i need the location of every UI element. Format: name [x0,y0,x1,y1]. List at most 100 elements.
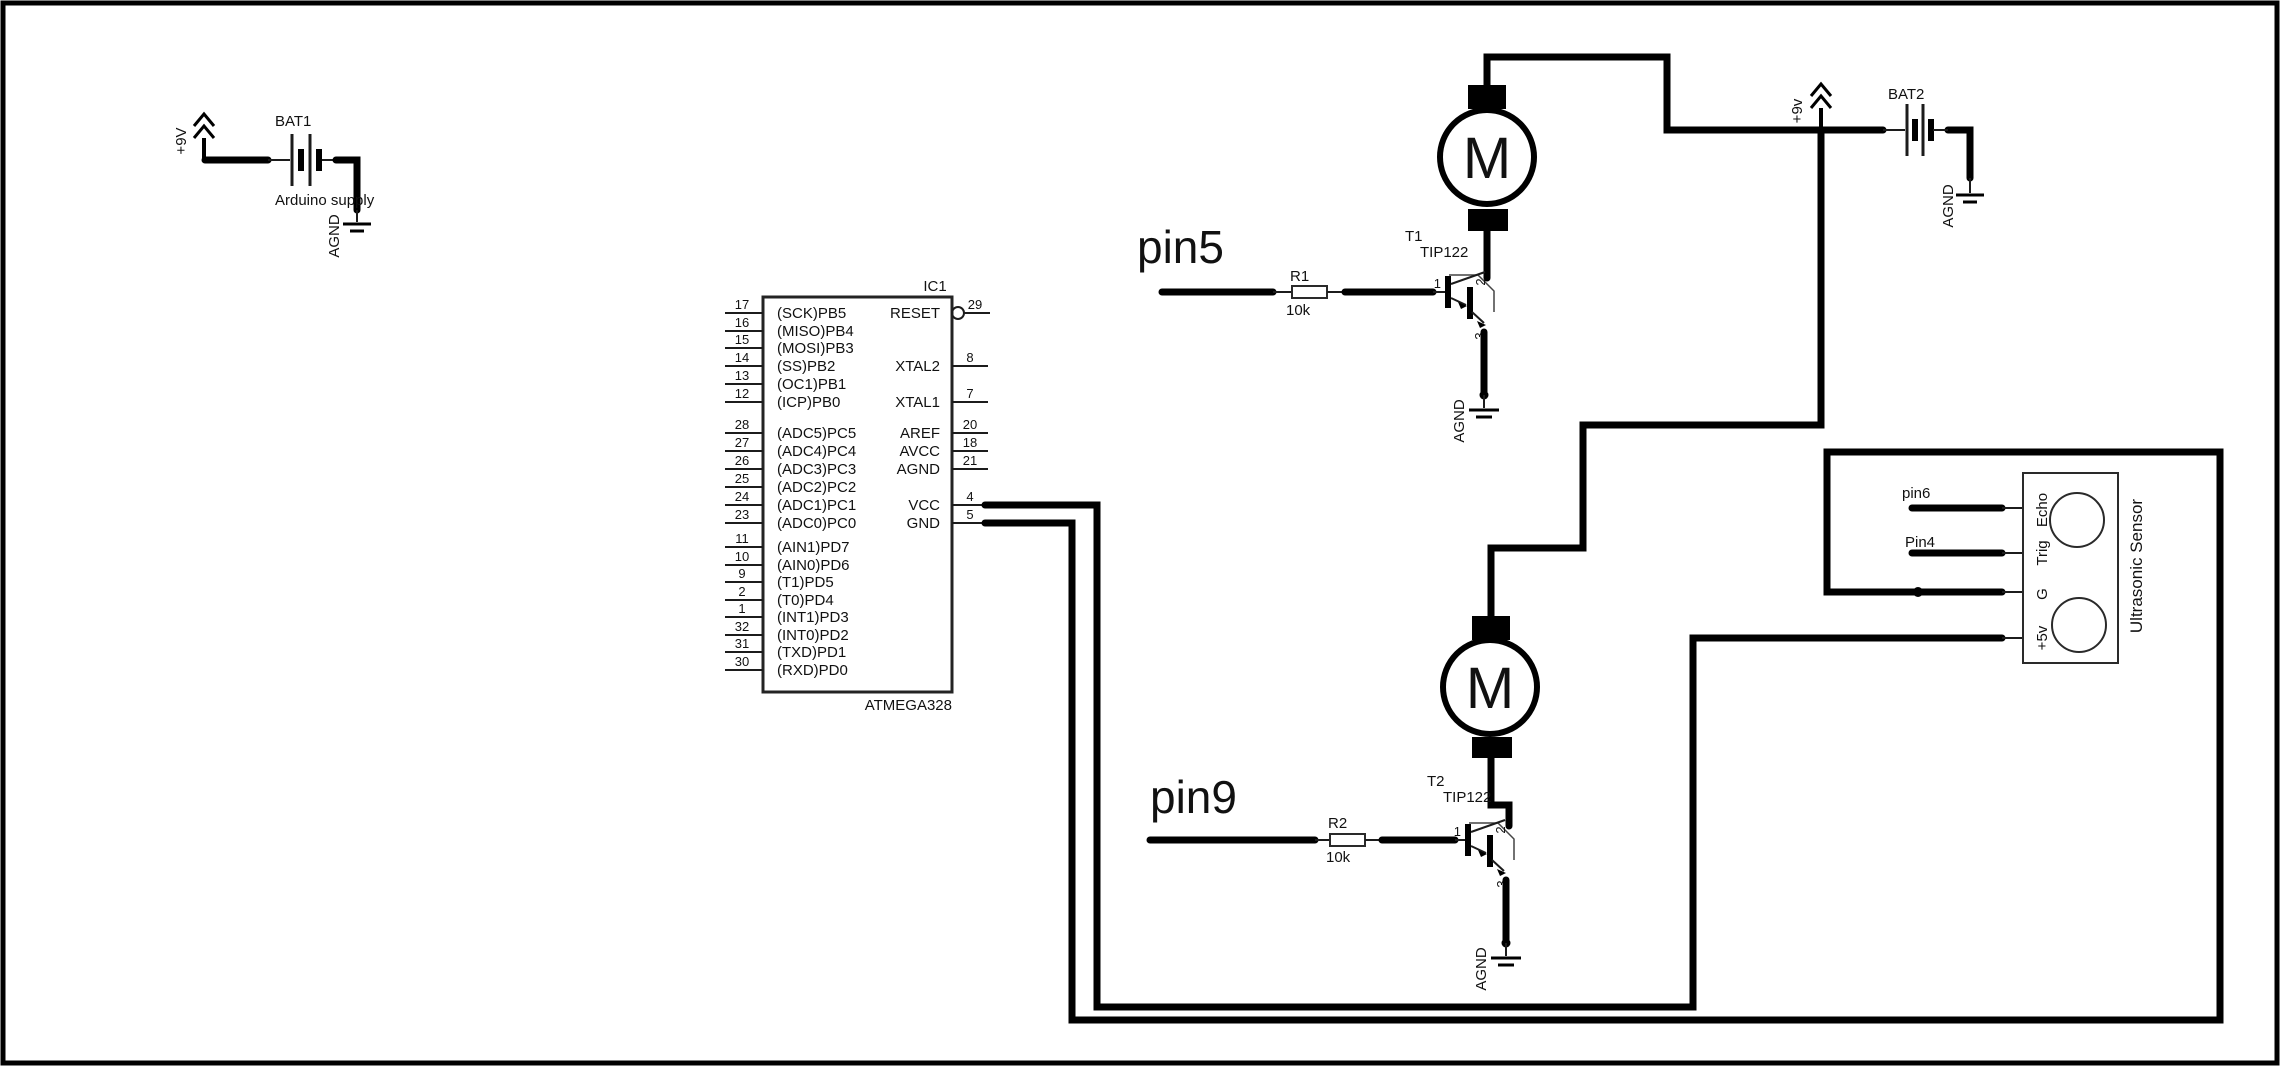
ic-pin: 12(ICP)PB0 [725,386,840,411]
t1-gnd-label: AGND [1451,399,1468,443]
pin-label: (SS)PB2 [777,358,835,375]
bat2-rail-label: +9v [1789,98,1806,123]
ic-body [761,295,954,694]
ic-pin: 31(TXD)PD1 [725,636,846,661]
pin-number: 9 [738,566,745,581]
bat2-gnd-label: AGND [1940,184,1957,228]
ic-pin: 32 (INT0)PD2 [725,619,849,644]
collector-line [1470,819,1506,833]
arrow-icon [1477,321,1486,328]
wiring [981,53,2224,1024]
pin-label: VCC [908,497,940,514]
arrow-icon [1497,869,1506,876]
ic-pin: 15(MOSI)PB3 [725,332,854,357]
pin-label: RESET [890,305,940,322]
ic-pin: 2(T0)PD4 [725,584,834,609]
motor2-supply-wire [1487,126,1825,621]
pin-number: 28 [735,417,749,432]
pin-label: (ADC1)PC1 [777,497,856,514]
motor-1: M [1437,85,1537,282]
transducer-icon [2051,597,2107,653]
pin-label: AREF [900,425,940,442]
pin-number: 5 [966,507,973,522]
sensor-title: Ultrasonic Sensor [2127,499,2146,634]
emitter-line [1471,311,1485,324]
ic-pin: 30 (RXD)PD0 [725,654,848,679]
pin-number: 20 [963,417,977,432]
pin-number: 32 [735,619,749,634]
ic-pin: 10(AIN0)PD6 [725,549,850,574]
pin-label: (INT1)PD3 [777,609,849,626]
pin-number: 4 [966,489,973,504]
ic-pin: 17 (SCK)PB5 [725,297,846,322]
pin-label: (SCK)PB5 [777,305,846,322]
bat1-rail-label: +9V [173,127,190,154]
pin-label: (RXD)PD0 [777,662,848,679]
pin-number: 16 [735,315,749,330]
pin-number: 13 [735,368,749,383]
ic-pin: 28(ADC5)PC5 [725,417,856,442]
pin-number: 25 [735,471,749,486]
ic-pin-reset: 29 RESET [890,297,990,322]
pin-label: (ADC0)PC0 [777,515,856,532]
pin-number: 30 [735,654,749,669]
ic-ref-label: IC1 [923,278,946,295]
arrow-icon [1458,302,1467,309]
pin-label: XTAL1 [895,394,940,411]
transistor-t2: 1 2 3 T2 TIP122 [1427,773,1515,888]
arrow-icon [1478,850,1487,857]
ic-pin: 25 (ADC2)PC2 [725,471,856,496]
battery-bat2: +9v BAT2 AGND [1789,81,1984,228]
wire [332,156,361,214]
t2-pin2-label: 2 [1493,826,1508,833]
sensor-pin-trig: Trig [2034,540,2051,565]
pin-number: 29 [968,297,982,312]
t2-pin3-label: 3 [1494,880,1509,887]
ic-part-label: ATMEGA328 [865,697,952,714]
sensor-pin-echo: Echo [2034,493,2051,527]
ic-pin: 11(AIN1)PD7 [725,531,850,556]
ic-pin: 23(ADC0)PC0 [725,507,856,532]
pin-label: (INT0)PD2 [777,627,849,644]
ic-atmega328: IC1 ATMEGA328 17 (SCK)PB5 16 (MISO)PB4 15(… [725,278,990,714]
pin-number: 21 [963,453,977,468]
t1-part-label: TIP122 [1420,244,1468,261]
pin-label: AGND [897,461,941,478]
pin-number: 12 [735,386,749,401]
pin-number: 31 [735,636,749,651]
t1-pin1-label: 1 [1434,276,1441,291]
pin-label: (MOSI)PB3 [777,340,854,357]
r2-value-label: 10k [1326,849,1351,866]
r2-ref-label: R2 [1328,815,1347,832]
gnd-net-wire [981,448,2224,1024]
junction-dot [1913,587,1923,597]
pin-number: 17 [735,297,749,312]
pin-label: (ADC4)PC4 [777,443,856,460]
t1-pin3-label: 3 [1472,332,1487,339]
transistor-outline [1449,274,1495,312]
motor-label: M [1463,126,1511,191]
pin-label: (ADC2)PC2 [777,479,856,496]
driver-stage-2: pin9 R2 10k 1 2 3 T2 TIP122 AGND [1146,771,1521,991]
ic-pin: 27(ADC4)PC4 [725,435,856,460]
transistor-outline [1469,822,1515,860]
sensor-pin-5v: +5v [2034,625,2051,650]
inverter-bubble-icon [951,306,965,320]
ic-pin: 1(INT1)PD3 [725,601,849,626]
ic-pin: 26(ADC3)PC3 [725,453,856,478]
pin-label: (MISO)PB4 [777,323,854,340]
inner-line [1450,297,1467,306]
motor-body [1437,107,1537,207]
pin-number: 26 [735,453,749,468]
power-arrow-icon [192,123,216,139]
motor-label: M [1466,656,1514,721]
pin-number: 24 [735,489,749,504]
bat1-caption: Arduino supply [275,192,375,209]
motor-terminal [1468,209,1508,231]
t2-pin1-label: 1 [1454,824,1461,839]
